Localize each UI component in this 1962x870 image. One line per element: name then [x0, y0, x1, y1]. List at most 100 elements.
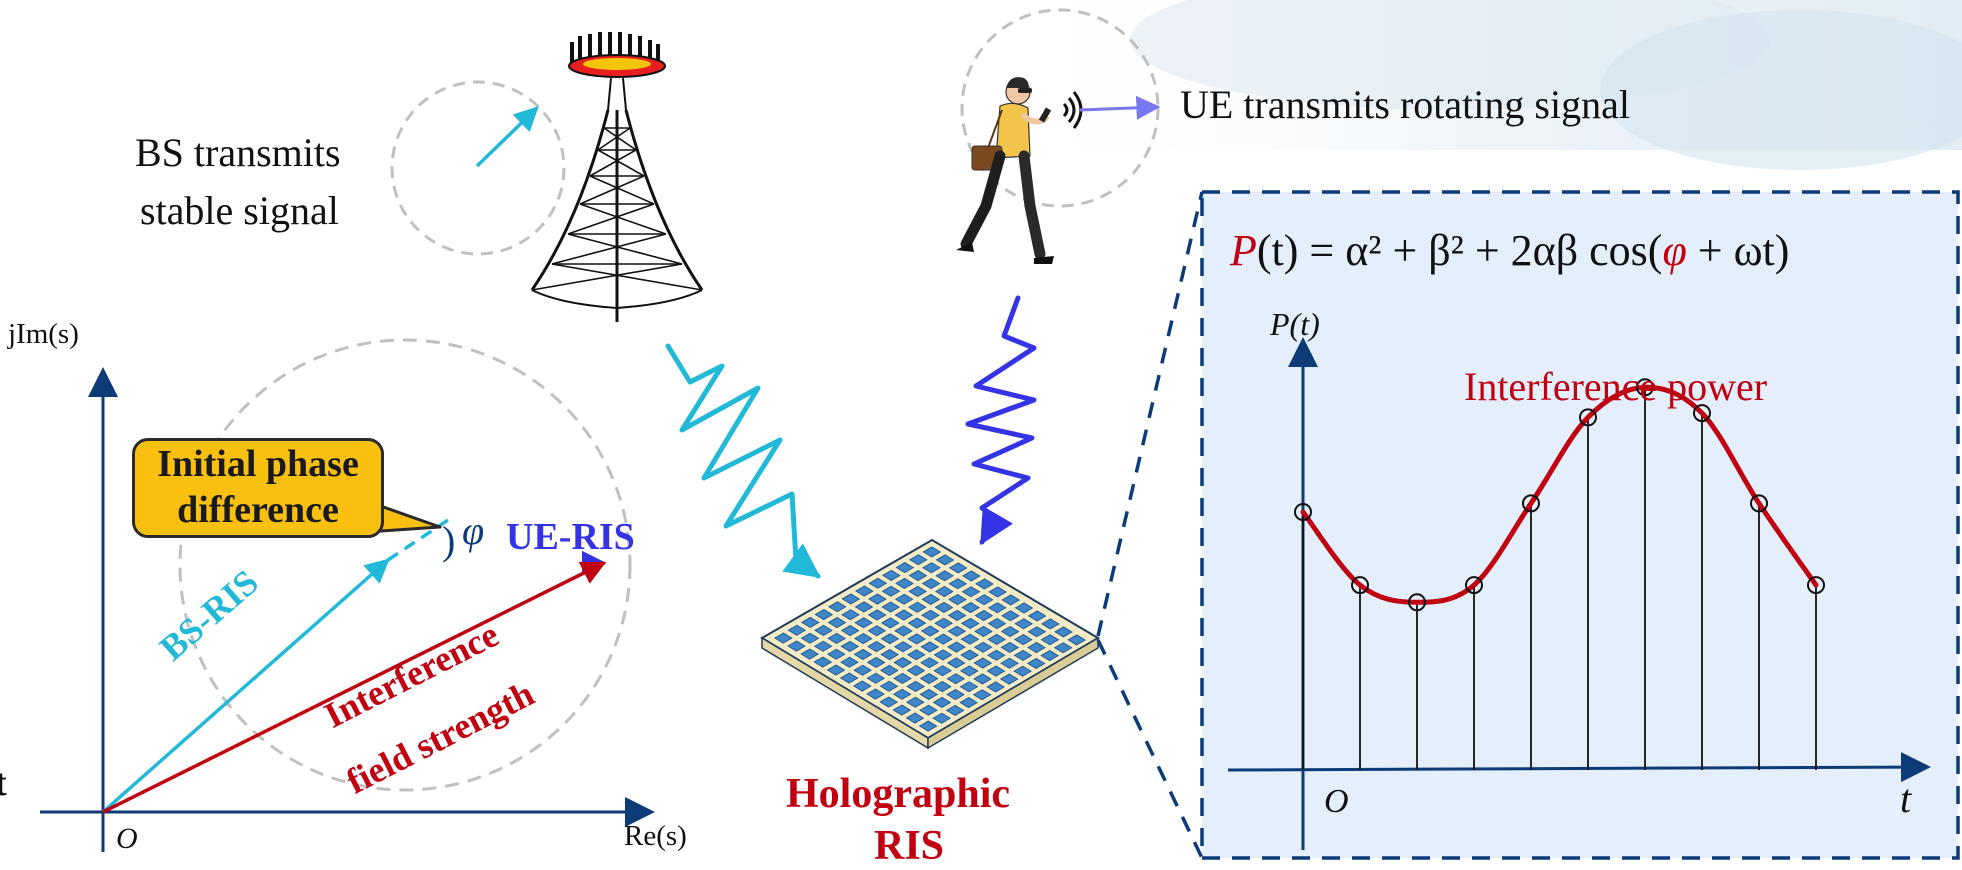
ris-tile — [974, 594, 994, 606]
ris-tile — [935, 554, 955, 566]
phasor-cutoff-letter: t — [0, 762, 7, 804]
ris-tile — [907, 649, 926, 661]
ris-tile — [961, 617, 980, 629]
ris-tile — [855, 585, 874, 597]
ris-tile — [800, 648, 819, 660]
ris-tile — [1013, 665, 1032, 677]
ris-tile — [866, 656, 886, 668]
ris-tile — [787, 640, 806, 652]
ris-tile — [1027, 626, 1047, 638]
ris-tile — [905, 712, 925, 724]
ris-tile — [1000, 657, 1019, 669]
power-origin-label: O — [1324, 783, 1349, 820]
ris-tile — [853, 680, 872, 692]
ris-tile — [962, 570, 981, 582]
interference-power-curve — [1300, 384, 1819, 605]
ris-tile — [814, 624, 833, 636]
ris-tile — [987, 618, 1007, 630]
ris-tile — [1040, 634, 1060, 646]
ris-tile — [973, 673, 992, 685]
ris-tile — [906, 696, 925, 708]
ris-tile — [921, 609, 940, 621]
ris-tile — [987, 633, 1006, 645]
ris-tile — [787, 624, 807, 636]
ris-tile — [1000, 626, 1020, 638]
ris-tile — [828, 601, 847, 613]
phasor-rotation-circle — [178, 338, 632, 792]
ris-tile — [892, 688, 912, 700]
ris-tile — [933, 649, 953, 661]
ris-tile — [920, 641, 940, 653]
power-sample-point — [1351, 576, 1369, 595]
ris-tile — [975, 578, 994, 590]
ris-tile — [961, 586, 981, 598]
formula-body: (t) = α² + β² + 2αβ cos( — [1256, 226, 1663, 275]
ue-ris-label: UE-RIS — [506, 516, 635, 558]
ris-tile — [867, 641, 886, 653]
bs-stable-arrow — [475, 106, 539, 168]
power-sample-point — [1693, 404, 1711, 423]
ris-tile — [867, 609, 887, 621]
ris-tile — [1054, 626, 1073, 638]
ris-tile — [841, 609, 860, 621]
ris-tile — [933, 681, 952, 693]
ris-tile — [1027, 610, 1047, 622]
ris-tile — [853, 648, 873, 660]
ris-tile — [882, 569, 901, 581]
phasor-origin-label: O — [116, 822, 138, 855]
bs-signal-circle — [390, 80, 566, 256]
ris-tile — [866, 688, 885, 700]
ris-tile — [906, 680, 925, 692]
callout-line1: Initial phase — [157, 443, 359, 486]
ris-tile — [988, 602, 1007, 614]
ris-tile — [1000, 641, 1020, 653]
ris-tile — [1014, 634, 1033, 646]
power-x-axis-label: t — [1900, 776, 1912, 821]
ris-tile — [867, 625, 887, 637]
ris-tile — [841, 593, 861, 605]
ris-tile — [961, 602, 980, 614]
power-formula: P(t) = α² + β² + 2αβ cos(φ + ωt) — [1230, 226, 1789, 277]
ris-tile — [814, 609, 834, 621]
ris-tile — [974, 625, 993, 637]
ris-tile — [1013, 649, 1033, 661]
ris-tile — [880, 664, 899, 676]
ris-tile — [1014, 618, 1033, 630]
ris-tile — [959, 681, 979, 693]
ris-tile — [894, 625, 913, 637]
ris-tile — [827, 632, 846, 644]
ris-tile — [934, 601, 954, 613]
ris-tile — [974, 610, 994, 622]
ris-tile — [986, 665, 1006, 677]
power-curve-title: Interference power — [1464, 364, 1768, 409]
ris-label-line2: RIS — [874, 823, 945, 869]
ris-tile — [774, 632, 793, 644]
bs-label-line2: stable signal — [140, 188, 339, 233]
ris-tile — [854, 601, 874, 613]
ris-label-line1: Holographic — [786, 771, 1011, 817]
zoom-line-top — [1096, 191, 1204, 637]
ris-tile — [948, 578, 968, 590]
formula-tail: + ωt) — [1686, 226, 1790, 275]
ris-tile — [853, 664, 872, 676]
power-sample-point — [1408, 593, 1426, 612]
ris-tile — [934, 617, 953, 629]
ue-ris-wave — [965, 295, 1037, 546]
ris-tile — [988, 586, 1007, 598]
ris-tile — [909, 554, 928, 566]
ris-tile — [893, 672, 912, 684]
ris-tile — [907, 617, 927, 629]
ris-tile — [800, 632, 820, 644]
ris-tile — [919, 704, 938, 716]
ris-tile — [906, 665, 926, 677]
power-x-axis — [1227, 752, 1931, 783]
ris-tile — [895, 562, 915, 574]
power-sample-point — [1636, 378, 1654, 397]
ris-tile — [879, 680, 899, 692]
ris-tile — [881, 617, 900, 629]
ris-tile — [892, 704, 912, 716]
ris-tile — [908, 570, 928, 582]
ris-tile — [935, 586, 954, 598]
phasor-diagram — [40, 338, 655, 852]
power-sample-point — [1522, 494, 1540, 513]
